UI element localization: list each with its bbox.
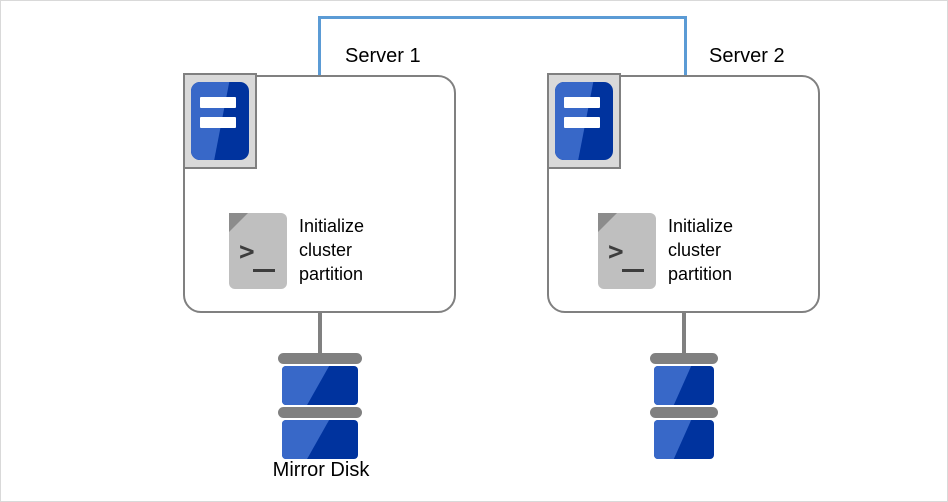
- disk-plate-top: [278, 353, 362, 364]
- disk-block-upper-highlight: [654, 366, 692, 405]
- disk-plate-top: [650, 353, 718, 364]
- disk-block-upper: [654, 366, 714, 405]
- disk-block-lower-highlight: [654, 420, 692, 459]
- disk-1-label: Mirror Disk: [272, 459, 370, 481]
- server-1-label: Server 1: [345, 45, 421, 67]
- server-2-label: Server 2: [709, 45, 785, 67]
- server-2-command-group: > Initialize cluster partition: [598, 213, 733, 289]
- interconnect-right-drop-line: [684, 16, 687, 76]
- page-fold-corner-icon: [229, 213, 248, 232]
- cursor-underscore-glyph: [622, 269, 644, 272]
- terminal-script-icon: >: [229, 213, 287, 289]
- server-2-badge: [547, 73, 621, 169]
- disk-block-lower: [282, 420, 358, 459]
- disk-block-upper-highlight: [282, 366, 330, 405]
- server-2-command-text: Initialize cluster partition: [668, 216, 734, 284]
- disk-plate-middle: [650, 407, 718, 418]
- server-2-disk-stem: [682, 312, 686, 356]
- server-1-disk-stem: [318, 312, 322, 356]
- server-icon: [191, 82, 249, 160]
- server-1-command-group: > Initialize cluster partition: [229, 213, 364, 289]
- prompt-caret-glyph: >: [239, 237, 255, 267]
- prompt-caret-glyph: >: [608, 237, 624, 267]
- disk-block-lower-highlight: [282, 420, 330, 459]
- disk-stack-icon-2: [650, 353, 718, 459]
- disk-stack-icon-1: [278, 353, 362, 459]
- interconnect-left-drop-line: [318, 16, 321, 76]
- server-icon-bar-2: [564, 117, 600, 128]
- disk-plate-middle: [278, 407, 362, 418]
- disk-block-upper: [282, 366, 358, 405]
- page-fold-corner-icon: [598, 213, 617, 232]
- server-icon: [555, 82, 613, 160]
- server-icon-bar-1: [564, 97, 600, 108]
- disk-block-lower: [654, 420, 714, 459]
- server-icon-bar-1: [200, 97, 236, 108]
- server-1-command-text: Initialize cluster partition: [299, 216, 365, 284]
- terminal-script-icon: >: [598, 213, 656, 289]
- interconnect-horizontal-line: [318, 16, 687, 19]
- server-1-badge: [183, 73, 257, 169]
- cursor-underscore-glyph: [253, 269, 275, 272]
- server-icon-bar-2: [200, 117, 236, 128]
